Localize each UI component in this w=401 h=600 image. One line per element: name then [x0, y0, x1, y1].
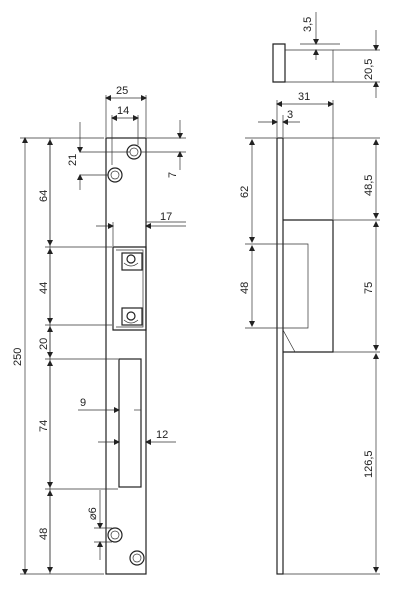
dim-hole-diameter: ⌀6 [87, 507, 99, 520]
dim-hole-spacing: 14 [117, 105, 129, 117]
front-view: 25 14 21 7 250 64 44 20 [12, 85, 186, 575]
hole-upper [107, 167, 123, 183]
hole-top-inner [129, 147, 139, 157]
side-plate [276, 137, 284, 575]
dim-gap: 20 [38, 338, 50, 350]
dim-slot-offset: 12 [156, 429, 168, 441]
hole-lower-inner [110, 530, 120, 540]
dim-right-lower: 126,5 [363, 450, 375, 478]
dim-side-upper: 62 [239, 186, 251, 198]
dim-width: 25 [116, 85, 128, 97]
dim-top-width: 3,5 [302, 17, 314, 32]
strike-slot [118, 358, 142, 488]
dim-top-height: 20,5 [363, 59, 375, 80]
dim-top-hole: 21 [67, 154, 79, 166]
hole-upper-inner [110, 170, 120, 180]
dim-plate-thickness: 3 [287, 109, 293, 121]
dim-keeper-height: 44 [38, 282, 50, 294]
top-profile [272, 43, 286, 83]
dim-slot-width: 9 [80, 397, 86, 409]
dim-slot-height: 74 [38, 420, 50, 432]
hole-bottom [129, 550, 145, 566]
side-view: 3,5 20,5 31 3 62 48 48,5 75 [239, 12, 380, 575]
dim-keeper-depth: 17 [160, 211, 172, 223]
keeper-mechanism [112, 246, 147, 331]
side-keeper-body [283, 219, 334, 353]
dim-lower-section: 48 [38, 528, 50, 540]
hole-bottom-inner [132, 553, 142, 563]
dim-edge-offset: 7 [167, 172, 179, 178]
dim-right-mid: 75 [363, 282, 375, 294]
dim-depth: 31 [298, 91, 310, 103]
hole-lower [107, 527, 123, 543]
dim-right-upper: 48,5 [363, 175, 375, 196]
dim-side-keeper: 48 [239, 282, 251, 294]
front-plate-outline [105, 137, 147, 575]
dim-overall-height: 250 [12, 348, 24, 366]
dim-upper-section: 64 [38, 190, 50, 202]
